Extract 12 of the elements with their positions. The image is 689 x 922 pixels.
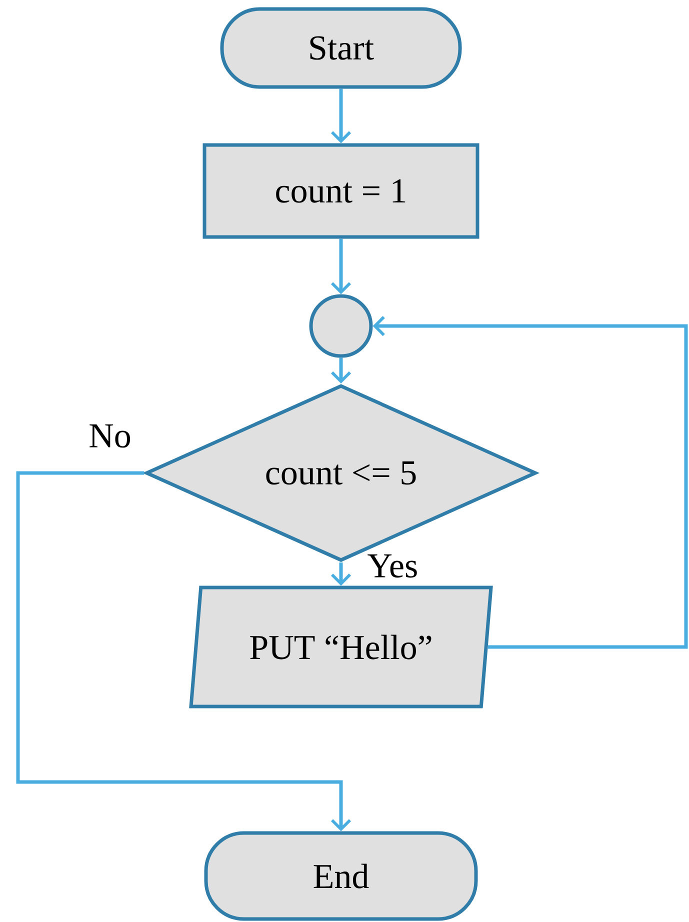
- arrow: [330, 358, 352, 384]
- edge-label: No: [88, 423, 132, 449]
- arrow: [330, 88, 352, 144]
- arrow: [330, 238, 352, 294]
- input-output-box: PUT “Hello”: [189, 586, 493, 708]
- connector-circle: [309, 294, 373, 358]
- arrow: [16, 471, 352, 832]
- terminal-box: Start: [220, 7, 462, 89]
- terminal-box: End: [204, 831, 478, 921]
- arrow: [372, 316, 688, 649]
- process-box: count = 1: [202, 143, 480, 239]
- arrow: [330, 562, 352, 586]
